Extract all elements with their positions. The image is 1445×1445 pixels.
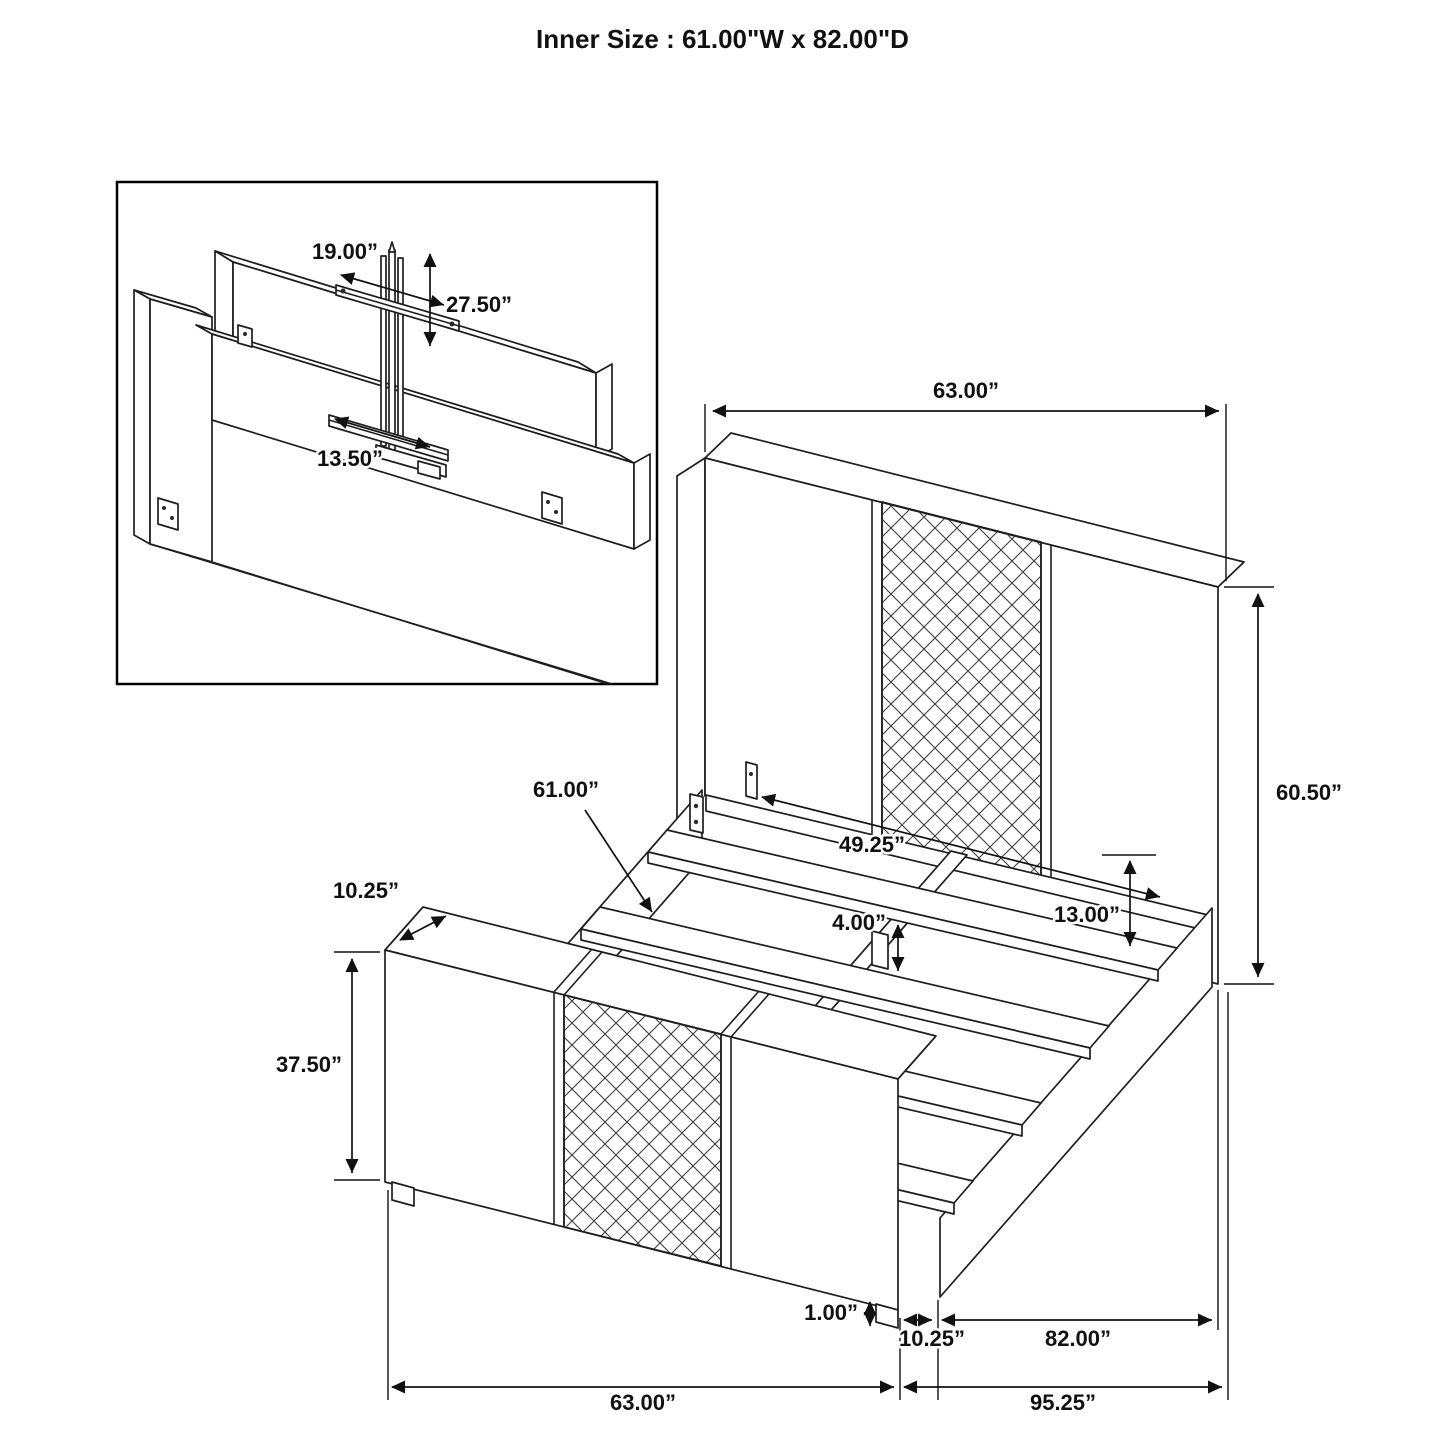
dim-label-headboard-height: 60.50” xyxy=(1276,780,1342,805)
headboard-brackets xyxy=(689,761,758,834)
dim-label-footboard-width: 63.00” xyxy=(610,1390,676,1415)
bed-drawing: 63.00” 60.50” 49.25” 13.00” 61.00” 4.00”… xyxy=(273,376,1344,1418)
dim-label-inner-back-width: 49.25” xyxy=(839,832,905,857)
dim-label-total-depth: 95.25” xyxy=(1030,1390,1096,1415)
inset-detail: 19.00” 27.50” 13.50” xyxy=(115,180,659,686)
dim-label-foot-height: 1.00” xyxy=(804,1300,858,1325)
inset-dimensions: 19.00” 27.50” 13.50” xyxy=(309,237,514,474)
dim-line-footboard-top-depth xyxy=(399,915,447,941)
dim-label-headboard-width: 63.00” xyxy=(933,378,999,403)
foot-left xyxy=(391,1181,415,1207)
dim-label-footboard-top-depth: 10.25” xyxy=(333,878,399,903)
dim-label-rail-height: 13.00” xyxy=(1054,902,1120,927)
dim-label-slat-length: 61.00” xyxy=(533,777,599,802)
dim-line-bracket-length xyxy=(334,416,431,450)
inset-left-post xyxy=(133,289,213,563)
dim-label-post-height: 27.50” xyxy=(446,292,512,317)
inset-slider-track xyxy=(380,241,404,451)
dim-label-bar-length: 19.00” xyxy=(312,239,378,264)
dim-label-support-width: 4.00” xyxy=(832,910,886,935)
inset-hinges xyxy=(157,324,563,531)
dim-label-footboard-height: 37.50” xyxy=(276,1052,342,1077)
dim-line-inner-back-width xyxy=(761,793,1161,900)
page-title: Inner Size : 61.00"W x 82.00"D xyxy=(536,24,909,54)
dim-leader-slat-length xyxy=(584,809,653,913)
dimensions: 63.00” 60.50” 49.25” 13.00” 61.00” 4.00”… xyxy=(273,376,1344,1418)
footboard xyxy=(384,906,937,1329)
footboard-quilted-panel xyxy=(563,993,722,1268)
dim-label-footboard-depth: 10.25” xyxy=(899,1326,965,1351)
dim-label-bracket-length: 13.50” xyxy=(317,446,383,471)
dim-label-inner-depth: 82.00” xyxy=(1045,1326,1111,1351)
